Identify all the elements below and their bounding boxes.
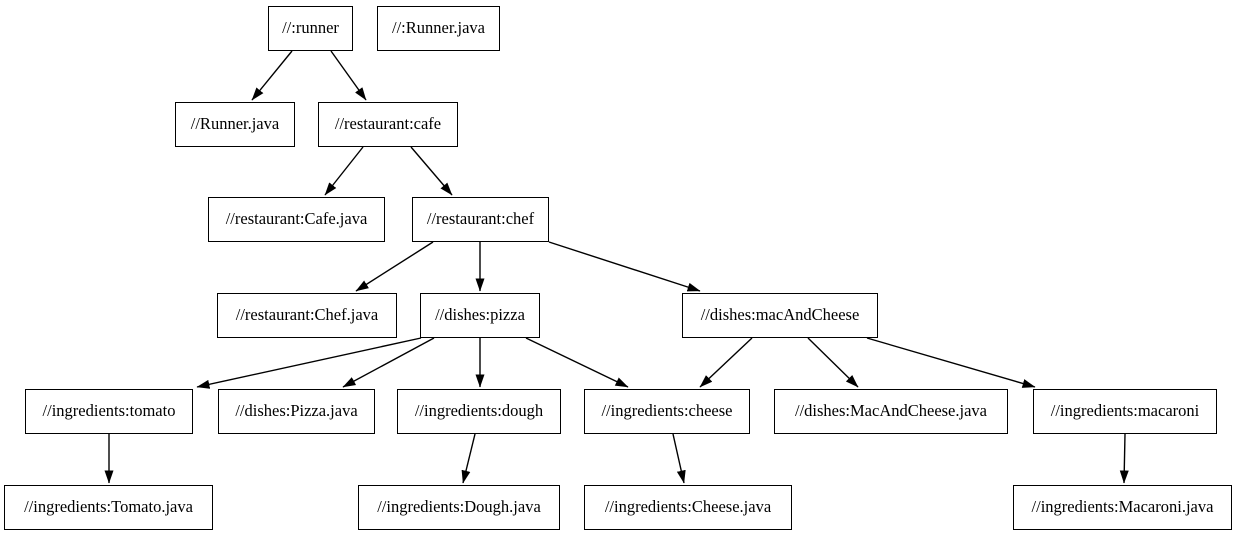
edge-group bbox=[104, 50, 1129, 484]
graph-node-runner-java-src: //:Runner.java bbox=[377, 6, 500, 51]
graph-node-Dough-java: //ingredients:Dough.java bbox=[358, 485, 560, 530]
graph-node-cheese: //ingredients:cheese bbox=[584, 389, 750, 434]
graph-edge-macAndCheese-to-macaroni bbox=[866, 337, 1036, 388]
graph-node-runner: //:runner bbox=[268, 6, 353, 51]
graph-node-pizza: //dishes:pizza bbox=[420, 293, 540, 338]
graph-edge-chef-to-macAndCheese bbox=[548, 241, 701, 292]
graph-node-Cheese-java: //ingredients:Cheese.java bbox=[584, 485, 792, 530]
graph-edge-cafe-to-Cafe-java bbox=[324, 146, 364, 196]
graph-edge-runner-to-cafe bbox=[330, 50, 367, 101]
graph-edge-cafe-to-chef bbox=[410, 146, 453, 196]
graph-edge-pizza-to-cheese bbox=[525, 337, 629, 388]
graph-node-Chef-java: //restaurant:Chef.java bbox=[217, 293, 397, 338]
graph-node-cafe: //restaurant:cafe bbox=[318, 102, 458, 147]
graph-node-MacAndCheese-java: //dishes:MacAndCheese.java bbox=[774, 389, 1008, 434]
graph-node-macAndCheese: //dishes:macAndCheese bbox=[682, 293, 878, 338]
graph-node-Runner-java: //Runner.java bbox=[175, 102, 295, 147]
graph-node-Pizza-java: //dishes:Pizza.java bbox=[218, 389, 375, 434]
graph-node-Cafe-java: //restaurant:Cafe.java bbox=[208, 197, 385, 242]
graph-edge-pizza-to-Pizza-java bbox=[342, 337, 435, 388]
graph-edge-pizza-to-tomato bbox=[196, 337, 422, 389]
graph-edge-macAndCheese-to-MacAndCheese-java bbox=[807, 337, 859, 388]
graph-edge-macAndCheese-to-cheese bbox=[699, 337, 753, 388]
graph-node-Tomato-java: //ingredients:Tomato.java bbox=[4, 485, 213, 530]
graph-node-chef: //restaurant:chef bbox=[412, 197, 549, 242]
graph-edge-chef-to-Chef-java bbox=[355, 241, 434, 292]
graph-node-tomato: //ingredients:tomato bbox=[25, 389, 193, 434]
graph-node-dough: //ingredients:dough bbox=[397, 389, 561, 434]
graph-node-macaroni: //ingredients:macaroni bbox=[1033, 389, 1217, 434]
graph-edge-runner-to-Runner-java bbox=[251, 50, 293, 101]
graph-node-Macaroni-java: //ingredients:Macaroni.java bbox=[1013, 485, 1232, 530]
graph-edge-dough-to-Dough-java bbox=[461, 433, 476, 484]
graph-edge-macaroni-to-Macaroni-java bbox=[1119, 433, 1129, 484]
graph-edge-cheese-to-Cheese-java bbox=[672, 433, 686, 484]
